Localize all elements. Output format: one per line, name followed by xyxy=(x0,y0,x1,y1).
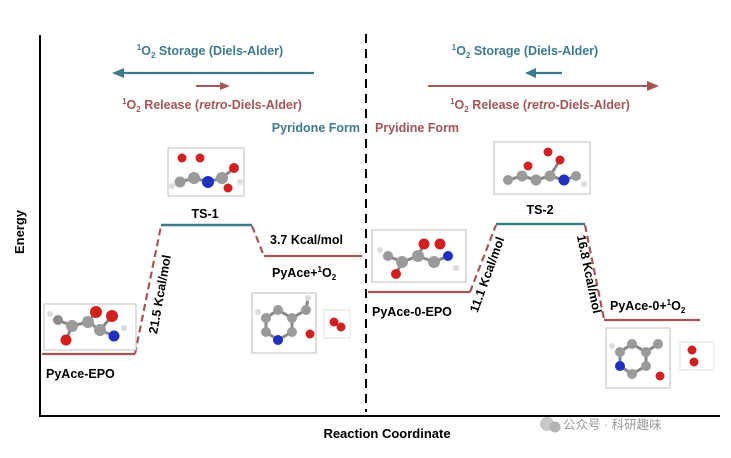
path-ts1-pyace-o2 xyxy=(250,225,266,257)
right-form-label: Pryidine Form xyxy=(375,121,459,135)
label-pyace-epo: PyAce-EPO xyxy=(46,367,115,381)
watermark: 公众号 · 科研趣味 xyxy=(540,417,662,433)
left-release-arrowhead xyxy=(220,82,230,90)
left-form-label: Pyridone Form xyxy=(272,121,360,135)
watermark-text: 公众号 · 科研趣味 xyxy=(563,417,662,432)
molecule-o2-right xyxy=(679,341,715,371)
label-ts2: TS-2 xyxy=(526,203,553,217)
molecule-pyace-o2 xyxy=(251,292,317,354)
left-release-label: 1O2 Release (retro-Diels-Alder) xyxy=(122,97,302,114)
right-storage-arrowhead xyxy=(525,68,536,78)
right-release-arrowhead xyxy=(647,81,659,91)
path-epo0-ts2 xyxy=(468,224,498,293)
right-release-label: 1O2 Release (retro-Diels-Alder) xyxy=(450,97,630,114)
y-axis-label: Energy xyxy=(12,209,27,254)
molecule-ts2 xyxy=(493,141,591,195)
label-pyace0-epo: PyAce-0-EPO xyxy=(372,305,452,319)
molecule-pyace0-o2 xyxy=(605,327,671,389)
label-pyace-o2: PyAce+1O2 xyxy=(272,265,337,282)
energy-drop1: 3.7 Kcal/mol xyxy=(270,233,343,247)
left-storage-arrowhead xyxy=(112,68,124,78)
label-pyace0-o2: PyAce-0+1O2 xyxy=(610,298,686,315)
molecule-o2-left xyxy=(323,309,351,339)
energy-drop2: 16.8 Kcal/mol xyxy=(574,234,604,315)
molecule-pyace0-epo xyxy=(371,229,467,283)
right-storage-label: 1O2 Storage (Diels-Alder) xyxy=(452,43,598,60)
path-ts2-pyace0-o2 xyxy=(583,224,606,320)
left-storage-label: 1O2 Storage (Diels-Alder) xyxy=(137,43,283,60)
x-axis-label: Reaction Coordinate xyxy=(323,426,450,441)
molecule-pyace-epo xyxy=(43,303,137,351)
energy-barrier1: 21.5 Kcal/mol xyxy=(146,254,174,335)
label-ts1: TS-1 xyxy=(191,207,218,221)
molecule-ts1 xyxy=(167,147,245,197)
